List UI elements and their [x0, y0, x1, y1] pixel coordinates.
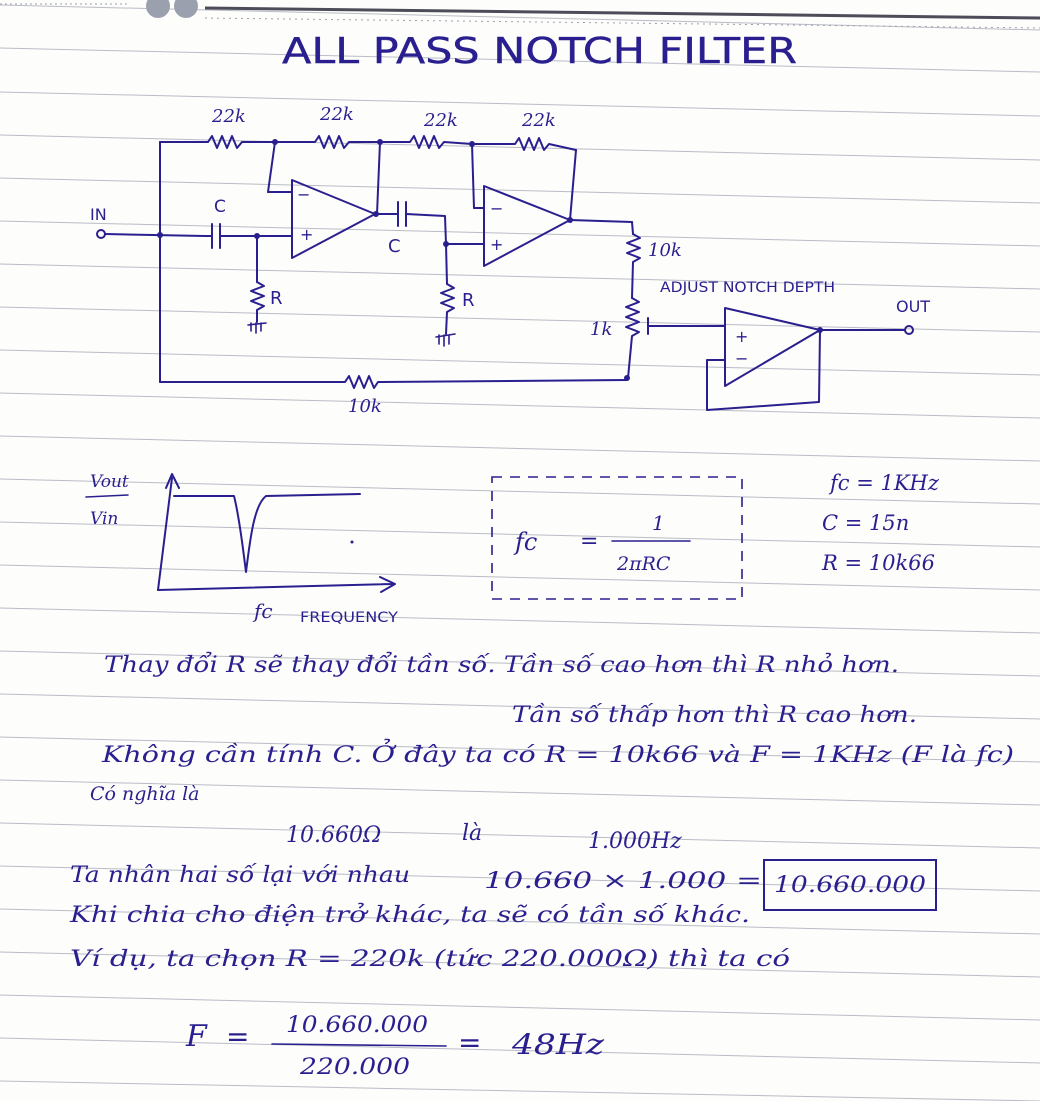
final-numerator: 10.660.000: [286, 1013, 428, 1038]
final-result: 48Hz: [511, 1028, 605, 1061]
resistor-10k: [626, 233, 641, 299]
r-top-3-label: 22k: [423, 110, 458, 131]
note-line-6-text: Ta nhân hai số lại với nhau: [70, 862, 410, 888]
final-equals-2: =: [458, 1026, 481, 1059]
formula-box: fc = 1 2πRC: [491, 476, 743, 600]
adjust-notch-depth-label: ADJUST NOTCH DEPTH: [660, 280, 835, 296]
r-10k-label: 10k: [648, 240, 682, 261]
svg-text:+: +: [300, 225, 313, 244]
formula-lhs: fc: [513, 528, 537, 556]
top-border: [0, 0, 1040, 29]
page-title: ALL PASS NOTCH FILTER: [282, 31, 797, 72]
resistor-r-top-3: [379, 135, 473, 149]
note-line-7: Khi chia cho điện trở khác, ta sẽ có tần…: [69, 902, 750, 928]
note-line-6-boxed: 10.660.000: [774, 873, 926, 898]
output-terminal: [904, 325, 914, 335]
note-line-5-hz: 1.000Hz: [588, 829, 682, 854]
value-r: R = 10k66: [821, 551, 935, 575]
value-fc: fc = 1KHz: [828, 471, 940, 495]
note-line-2: Tần số thấp hơn thì R cao hơn.: [512, 702, 917, 728]
svg-text:+: +: [735, 327, 748, 346]
frequency-response-sketch: Vout Vin fc FREQUENCY: [85, 472, 399, 626]
pot-1k-label: 1k: [590, 319, 612, 340]
in-label: IN: [90, 205, 107, 224]
out-label: OUT: [896, 297, 930, 316]
note-line-5-la: là: [462, 821, 482, 846]
r-top-4-label: 22k: [521, 110, 556, 131]
svg-text:−: −: [490, 199, 503, 218]
note-line-8: Ví dụ, ta chọn R = 220k (tức 220.000Ω) t…: [70, 947, 790, 972]
r-top-1-label: 22k: [211, 106, 246, 127]
notes: Thay đổi R sẽ thay đổi tần số. Tần số ca…: [69, 650, 1014, 972]
formula-numerator: 1: [652, 511, 665, 535]
resistor-bottom-10k: [159, 375, 628, 389]
svg-text:−: −: [297, 185, 310, 204]
resistor-r-top-4: [471, 137, 577, 151]
r1-label: R: [270, 288, 283, 309]
final-calculation: F = 10.660.000 220.000 = 48Hz: [185, 1013, 604, 1080]
svg-text:−: −: [735, 349, 748, 368]
input-terminal: [96, 229, 106, 239]
potentiometer-1k: [625, 297, 640, 379]
c1-label: C: [214, 197, 226, 217]
x-axis-label: FREQUENCY: [300, 610, 399, 626]
schematic: IN 22k 22k 22k 22k C R: [90, 104, 930, 417]
pot-wiper: [647, 317, 726, 335]
note-line-3: Không cần tính C. Ở đây ta có R = 10k66 …: [101, 738, 1014, 768]
r2-label: R: [462, 290, 475, 311]
note-line-6-calc: 10.660 × 1.000 =: [484, 869, 762, 894]
final-lhs: F: [185, 1019, 208, 1054]
x-axis: [157, 576, 396, 593]
resistor-r-top-2: [274, 135, 381, 149]
x-axis-fc: fc: [252, 599, 273, 623]
formula-equals: =: [580, 529, 598, 554]
y-axis: [157, 473, 180, 591]
notch-curve: [173, 493, 361, 573]
opamp-2: [483, 185, 571, 267]
note-line-1: Thay đổi R sẽ thay đổi tần số. Tần số ca…: [104, 650, 899, 678]
note-line-5-ohm: 10.660Ω: [286, 823, 381, 848]
opamp-3-buffer: [724, 307, 821, 387]
svg-text:+: +: [490, 235, 503, 254]
ruled-lines: [0, 4, 1040, 1101]
result-box: [763, 859, 937, 911]
formula-denominator: 2πRC: [616, 553, 671, 575]
ground-2: [435, 333, 456, 347]
c2-label: C: [388, 236, 401, 257]
note-line-4: Có nghĩa là: [90, 783, 200, 805]
resistor-r2: [440, 283, 455, 335]
resistor-r-top-1: [207, 135, 276, 149]
resistor-r1: [250, 281, 265, 323]
r-top-2-label: 22k: [319, 104, 354, 125]
y-axis-label-num: Vout: [90, 472, 129, 492]
component-values: fc = 1KHz C = 15n R = 10k66: [821, 471, 940, 575]
value-c: C = 15n: [822, 511, 909, 535]
final-equals-1: =: [226, 1020, 249, 1053]
opamp-1: [291, 179, 376, 259]
y-axis-label-den: Vin: [90, 509, 118, 529]
r-bottom-label: 10k: [348, 396, 382, 417]
ground-1: [247, 322, 267, 334]
final-denominator: 220.000: [299, 1055, 410, 1080]
